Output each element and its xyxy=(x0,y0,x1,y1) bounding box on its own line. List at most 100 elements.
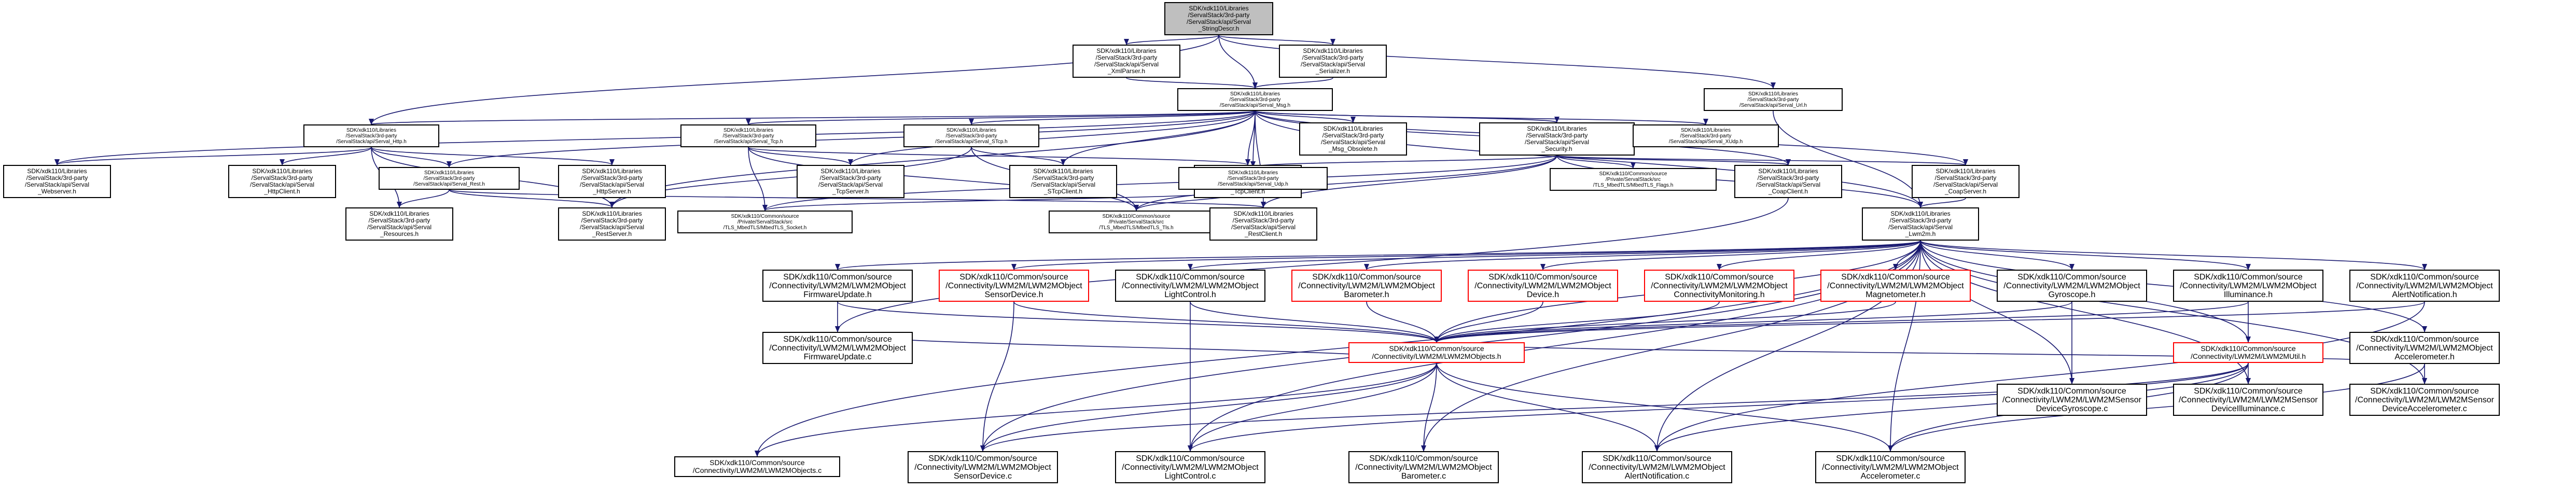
graph-node-label: SDK/xdk110/Libraries /ServalStack/3rd-pa… xyxy=(1888,210,1953,237)
graph-node-stcp[interactable]: SDK/xdk110/Libraries /ServalStack/3rd-pa… xyxy=(903,124,1039,147)
graph-edge-objects-h-to-barometer-c xyxy=(1421,362,1437,452)
graph-edge-coapclient-to-fwupdate-c xyxy=(835,198,1789,332)
graph-node-restserver[interactable]: SDK/xdk110/Libraries /ServalStack/3rd-pa… xyxy=(558,207,666,241)
graph-edge-string-serv-to-url xyxy=(1218,35,1776,89)
graph-edge-msg-to-xudp xyxy=(1255,110,1708,125)
graph-edge-rest-to-restclient xyxy=(449,189,1265,208)
graph-node-restclient[interactable]: SDK/xdk110/Libraries /ServalStack/3rd-pa… xyxy=(1209,207,1317,241)
graph-edge-lwm2m-to-connmon-h xyxy=(1717,240,1921,270)
graph-node-illuminance-h[interactable]: SDK/xdk110/Common/source /Connectivity/L… xyxy=(2173,270,2323,302)
graph-node-accelerometer-h[interactable]: SDK/xdk110/Common/source /Connectivity/L… xyxy=(2349,332,2500,364)
graph-node-label: SDK/xdk110/Libraries /ServalStack/3rd-pa… xyxy=(1933,167,1998,195)
graph-node-label: SDK/xdk110/Libraries /ServalStack/3rd-pa… xyxy=(336,127,407,145)
graph-node-gyroscope-h[interactable]: SDK/xdk110/Common/source /Connectivity/L… xyxy=(1997,270,2147,302)
graph-node-udp[interactable]: SDK/xdk110/Libraries /ServalStack/3rd-pa… xyxy=(1178,167,1328,190)
graph-node-tcpserver[interactable]: SDK/xdk110/Libraries /ServalStack/3rd-pa… xyxy=(797,165,904,198)
graph-node-xml-parser[interactable]: SDK/xdk110/Libraries /ServalStack/3rd-pa… xyxy=(1073,45,1180,78)
graph-node-stcpclient[interactable]: SDK/xdk110/Libraries /ServalStack/3rd-pa… xyxy=(1009,165,1117,198)
graph-node-label: SDK/xdk110/Common/source /Connectivity/L… xyxy=(2356,334,2493,361)
graph-node-sensordevice-h[interactable]: SDK/xdk110/Common/source /Connectivity/L… xyxy=(939,270,1089,302)
graph-node-accelerometer-c[interactable]: SDK/xdk110/Common/source /Connectivity/L… xyxy=(1815,451,1966,483)
graph-node-httpclient[interactable]: SDK/xdk110/Libraries /ServalStack/3rd-pa… xyxy=(228,165,336,198)
graph-node-objects-c[interactable]: SDK/xdk110/Common/source /Connectivity/L… xyxy=(674,456,840,477)
graph-node-mbedtls-flags[interactable]: SDK/xdk110/Common/source /Private/Serval… xyxy=(1550,168,1717,191)
graph-node-label: SDK/xdk110/Common/source /Connectivity/L… xyxy=(1372,344,1501,360)
graph-node-sensordevice-c[interactable]: SDK/xdk110/Common/source /Connectivity/L… xyxy=(908,451,1058,483)
graph-edge-objects-h-to-objects-c xyxy=(755,362,1437,457)
graph-node-label: SDK/xdk110/Libraries /ServalStack/3rd-pa… xyxy=(1524,125,1590,152)
graph-edge-http-to-httpclient xyxy=(280,147,372,165)
graph-node-lightcontrol-h[interactable]: SDK/xdk110/Common/source /Connectivity/L… xyxy=(1115,270,1265,302)
graph-node-label: SDK/xdk110/Libraries /ServalStack/3rd-pa… xyxy=(1320,125,1386,152)
graph-node-msg[interactable]: SDK/xdk110/Libraries /ServalStack/3rd-pa… xyxy=(1177,88,1333,111)
graph-edge-sensordevice-h-to-objects-h xyxy=(1013,301,1439,343)
graph-edge-connmon-h-to-objects-h xyxy=(1434,301,1720,343)
graph-edge-lwm2m-to-gyroscope-h xyxy=(1920,240,2074,270)
graph-node-serializer[interactable]: SDK/xdk110/Libraries /ServalStack/3rd-pa… xyxy=(1279,45,1387,78)
graph-node-illumsensor-c[interactable]: SDK/xdk110/Common/source /Connectivity/L… xyxy=(2173,384,2323,416)
graph-node-label: SDK/xdk110/Common/source /Connectivity/L… xyxy=(945,272,1082,299)
graph-node-resources[interactable]: SDK/xdk110/Libraries /ServalStack/3rd-pa… xyxy=(345,207,453,241)
graph-edge-string-serv-to-serializer xyxy=(1218,35,1335,45)
graph-node-device-h[interactable]: SDK/xdk110/Common/source /Connectivity/L… xyxy=(1468,270,1618,302)
graph-edge-lwm2m-to-lightcontrol-h xyxy=(1188,240,1921,270)
graph-edge-lwm2m-to-fwupdate-h xyxy=(835,240,1921,270)
graph-node-connmon-h[interactable]: SDK/xdk110/Common/source /Connectivity/L… xyxy=(1644,270,1794,302)
graph-node-mbedtls-tls[interactable]: SDK/xdk110/Common/source /Private/Serval… xyxy=(1049,211,1224,233)
graph-edge-lwm2m-to-illuminance-h xyxy=(1920,240,2251,270)
graph-edge-msg-to-http xyxy=(369,110,1256,125)
graph-edge-http-to-rest xyxy=(371,147,452,167)
graph-edge-xml-parser-to-msg xyxy=(1126,77,1258,89)
graph-node-label: SDK/xdk110/Common/source /Connectivity/L… xyxy=(769,334,906,361)
graph-node-label: SDK/xdk110/Libraries /ServalStack/3rd-pa… xyxy=(1300,47,1366,75)
graph-node-label: SDK/xdk110/Libraries /ServalStack/3rd-pa… xyxy=(1668,127,1743,145)
graph-node-lightcontrol-c[interactable]: SDK/xdk110/Common/source /Connectivity/L… xyxy=(1115,451,1265,483)
graph-node-label: SDK/xdk110/Common/source /Connectivity/L… xyxy=(1298,272,1435,299)
graph-node-gyrosensor-c[interactable]: SDK/xdk110/Common/source /Connectivity/L… xyxy=(1997,384,2147,416)
graph-node-string-serv[interactable]: SDK/xdk110/Libraries /ServalStack/3rd-pa… xyxy=(1164,2,1273,35)
graph-node-barometer-h[interactable]: SDK/xdk110/Common/source /Connectivity/L… xyxy=(1291,270,1442,302)
graph-edge-coapserver-to-lwm2m xyxy=(1918,198,1966,208)
graph-node-httpserver[interactable]: SDK/xdk110/Libraries /ServalStack/3rd-pa… xyxy=(558,165,666,198)
graph-node-tcp[interactable]: SDK/xdk110/Libraries /ServalStack/3rd-pa… xyxy=(680,124,816,147)
graph-edge-rest-to-restserver xyxy=(449,189,615,208)
graph-node-label: SDK/xdk110/Common/source /Connectivity/L… xyxy=(1822,454,1959,481)
graph-node-label: SDK/xdk110/Common/source /Connectivity/L… xyxy=(1355,454,1492,481)
graph-node-coapserver[interactable]: SDK/xdk110/Libraries /ServalStack/3rd-pa… xyxy=(1912,165,2020,198)
graph-node-lwm2m[interactable]: SDK/xdk110/Libraries /ServalStack/3rd-pa… xyxy=(1862,207,1979,241)
graph-node-alertnotif-h[interactable]: SDK/xdk110/Common/source /Connectivity/L… xyxy=(2349,270,2500,302)
graph-node-fwupdate-h[interactable]: SDK/xdk110/Common/source /Connectivity/L… xyxy=(762,270,913,302)
graph-edge-util-h-to-alertnotif-c xyxy=(1654,362,2249,452)
graph-node-mbedtls-socket[interactable]: SDK/xdk110/Common/source /Private/Serval… xyxy=(677,211,853,233)
graph-node-magnetometer-h[interactable]: SDK/xdk110/Common/source /Connectivity/L… xyxy=(1820,270,1971,302)
graph-node-fwupdate-c[interactable]: SDK/xdk110/Common/source /Connectivity/L… xyxy=(762,332,913,364)
graph-node-label: SDK/xdk110/Libraries /ServalStack/3rd-pa… xyxy=(249,167,315,195)
graph-node-label: SDK/xdk110/Common/source /Private/Serval… xyxy=(723,213,807,231)
graph-edge-tcp-to-tcpclient xyxy=(748,147,1250,165)
graph-node-xudp[interactable]: SDK/xdk110/Libraries /ServalStack/3rd-pa… xyxy=(1633,124,1779,147)
graph-node-label: SDK/xdk110/Common/source /Connectivity/L… xyxy=(1474,272,1611,299)
graph-node-msg-obsolete[interactable]: SDK/xdk110/Libraries /ServalStack/3rd-pa… xyxy=(1299,122,1407,156)
graph-node-label: SDK/xdk110/Common/source /Connectivity/L… xyxy=(1122,272,1259,299)
graph-node-url[interactable]: SDK/xdk110/Libraries /ServalStack/3rd-pa… xyxy=(1704,88,1843,111)
graph-node-accelsensor-c[interactable]: SDK/xdk110/Common/source /Connectivity/L… xyxy=(2349,384,2500,416)
graph-edge-objects-h-to-lightcontrol-c xyxy=(1188,362,1437,452)
graph-node-security[interactable]: SDK/xdk110/Libraries /ServalStack/3rd-pa… xyxy=(1479,122,1635,156)
graph-node-coapclient[interactable]: SDK/xdk110/Libraries /ServalStack/3rd-pa… xyxy=(1734,165,1842,198)
graph-node-objects-h[interactable]: SDK/xdk110/Common/source /Connectivity/L… xyxy=(1348,342,1525,363)
graph-edge-security-to-mbedtls-flags xyxy=(1556,155,1636,169)
graph-node-webserver[interactable]: SDK/xdk110/Libraries /ServalStack/3rd-pa… xyxy=(3,165,111,198)
graph-node-alertnotif-c[interactable]: SDK/xdk110/Common/source /Connectivity/L… xyxy=(1582,451,1732,483)
graph-node-label: SDK/xdk110/Libraries /ServalStack/3rd-pa… xyxy=(367,210,432,237)
graph-node-barometer-c[interactable]: SDK/xdk110/Common/source /Connectivity/L… xyxy=(1348,451,1499,483)
graph-edge-string-serv-to-xml-parser xyxy=(1124,35,1219,45)
graph-node-http[interactable]: SDK/xdk110/Libraries /ServalStack/3rd-pa… xyxy=(303,124,439,147)
graph-node-rest[interactable]: SDK/xdk110/Libraries /ServalStack/3rd-pa… xyxy=(379,167,520,190)
graph-node-label: SDK/xdk110/Common/source /Private/Serval… xyxy=(1593,171,1674,188)
graph-edge-rest-to-resources xyxy=(397,189,450,208)
graph-edge-fwupdate-h-to-objects-h xyxy=(837,301,1439,343)
graph-node-util-h[interactable]: SDK/xdk110/Common/source /Connectivity/L… xyxy=(2173,342,2323,363)
graph-node-label: SDK/xdk110/Libraries /ServalStack/3rd-pa… xyxy=(413,170,485,187)
graph-node-label: SDK/xdk110/Common/source /Connectivity/L… xyxy=(2356,272,2493,299)
